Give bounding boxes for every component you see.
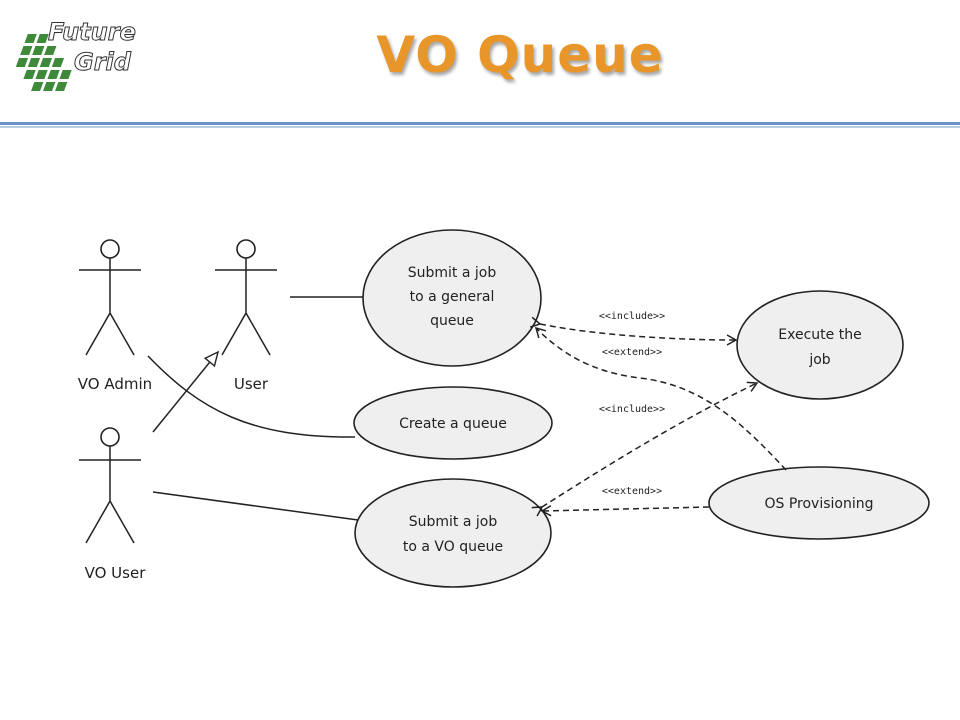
use-case-execute-job[interactable]: Execute the job (736, 290, 904, 400)
stereotype-include-label: <<include>> (599, 311, 665, 322)
actor-vo-admin[interactable]: VO Admin (78, 239, 152, 393)
use-case-submit-general-queue[interactable]: Submit a job to a general queue (362, 229, 542, 367)
actor-head (100, 427, 120, 447)
include-submit-vo-execute (531, 381, 759, 517)
use-case-line: Submit a job (408, 265, 497, 281)
use-case-line: job (808, 352, 830, 368)
use-case-ellipse (362, 229, 542, 367)
association-voadmin-create-queue (147, 355, 356, 438)
actor-body (79, 258, 141, 356)
stereotype-include-label: <<include>> (599, 404, 665, 415)
title-divider-shadow (0, 126, 960, 128)
use-case-create-queue[interactable]: Create a queue (353, 386, 553, 460)
use-case-submit-vo-queue[interactable]: Submit a job to a VO queue (354, 478, 552, 588)
title-divider (0, 122, 960, 125)
actor-label-vo-user: VO User (85, 564, 147, 582)
include-submit-general-execute (529, 316, 738, 346)
stereotype-extend-label: <<extend>> (602, 486, 662, 497)
use-case-line: to a general (410, 289, 495, 305)
use-case-line: OS Provisioning (764, 496, 873, 512)
use-case-os-provisioning[interactable]: OS Provisioning (708, 466, 930, 540)
actor-body (79, 446, 141, 544)
extend-os-provisioning-submit-vo (540, 505, 710, 517)
actor-user[interactable]: User (215, 239, 277, 393)
use-case-ellipse (736, 290, 904, 400)
use-case-ellipse (354, 478, 552, 588)
future-grid-logo: Future Grid (8, 6, 158, 106)
stereotype-extend-label: <<extend>> (602, 347, 662, 358)
actor-head (236, 239, 256, 259)
use-case-line: Create a queue (399, 416, 507, 432)
use-case-line: queue (430, 313, 474, 329)
actor-body (215, 258, 277, 356)
grid-logo-icon: Future Grid (15, 18, 136, 91)
actor-label-user: User (234, 375, 269, 393)
page-title: VO Queue (376, 26, 664, 84)
actor-head (100, 239, 120, 259)
actor-label-vo-admin: VO Admin (78, 375, 152, 393)
logo-text-grid: Grid (74, 48, 132, 76)
use-case-line: to a VO queue (403, 539, 503, 555)
use-case-line: Execute the (778, 327, 861, 343)
use-case-line: Submit a job (409, 514, 498, 530)
generalization-vouser-user (152, 350, 220, 433)
association-vouser-submit-vo (152, 491, 359, 521)
actor-vo-user[interactable]: VO User (79, 427, 147, 582)
logo-text-future: Future (48, 18, 136, 46)
